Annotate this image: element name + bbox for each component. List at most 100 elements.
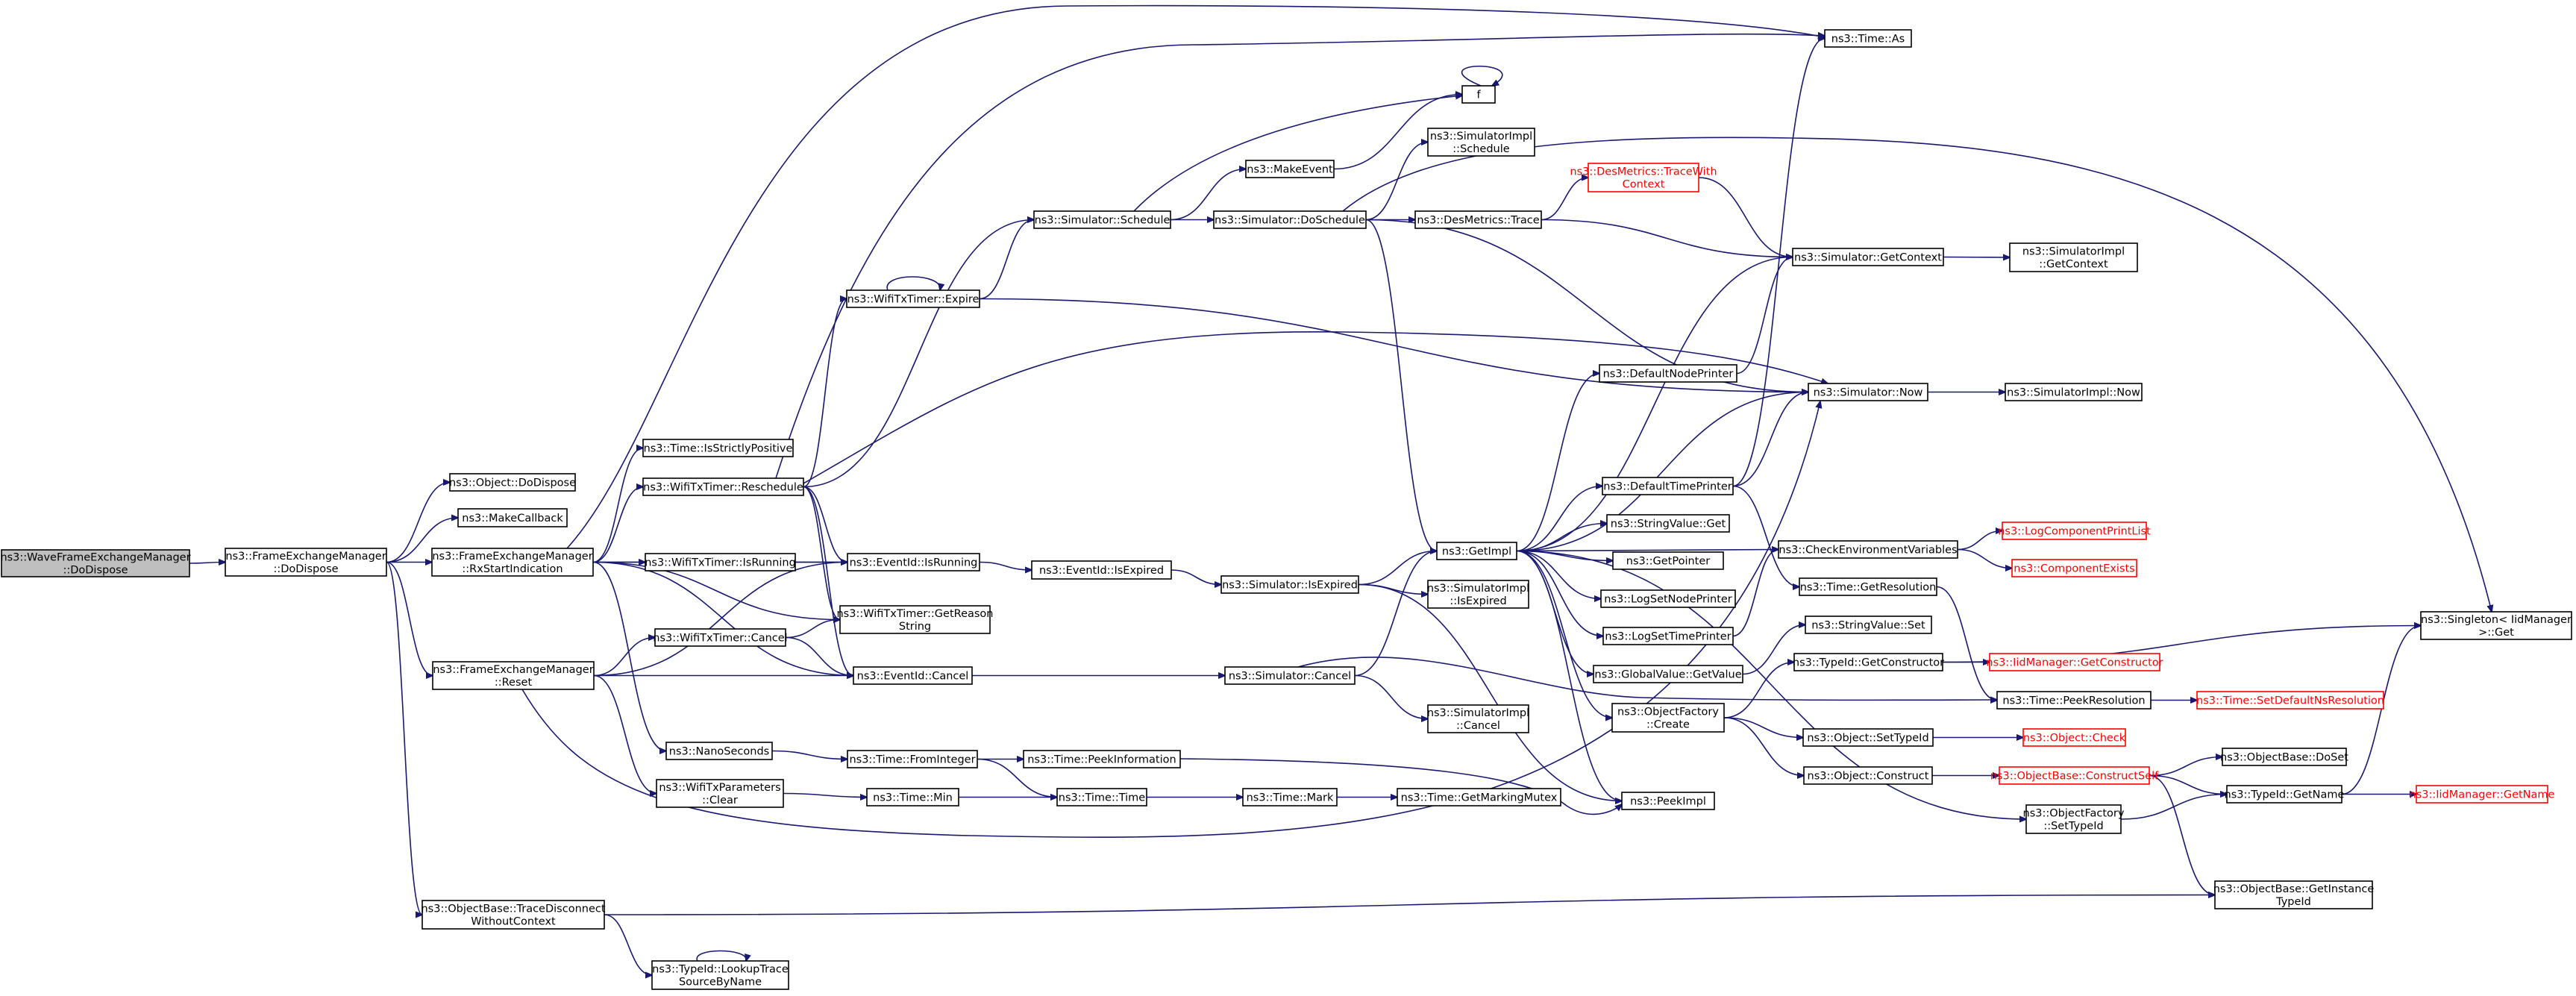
node-box[interactable] — [1220, 575, 1359, 594]
node-box[interactable] — [1611, 703, 1725, 733]
node-box[interactable] — [1224, 666, 1356, 685]
node-box[interactable] — [1600, 589, 1736, 608]
node-compexists[interactable]: ns3::ComponentExists — [2011, 559, 2137, 577]
node-tmin[interactable]: ns3::Time::Min — [866, 788, 959, 806]
node-globalval-get[interactable]: ns3::GlobalValue::GetValue — [1593, 665, 1743, 683]
node-logcompprint[interactable]: ns3::LogComponentPrintList — [1998, 522, 2151, 540]
node-objbase-constructself[interactable]: ns3::ObjectBase::ConstructSelf — [1990, 766, 2159, 785]
node-sim-dosched[interactable]: ns3::Simulator::DoSchedule — [1213, 210, 1367, 229]
node-box[interactable] — [2022, 728, 2126, 747]
node-simimpl-cancel[interactable]: ns3::SimulatorImpl::Cancel — [1427, 704, 1529, 733]
node-box[interactable] — [1427, 580, 1529, 609]
node-box[interactable] — [1621, 792, 1715, 810]
node-box[interactable] — [1242, 788, 1338, 806]
node-wtt-isrunning[interactable]: ns3::WifiTxTimer::IsRunning — [645, 553, 796, 571]
node-box[interactable] — [645, 553, 796, 571]
node-fem-dodispose[interactable]: ns3::FrameExchangeManager::DoDispose — [225, 548, 387, 577]
node-eid-cancel[interactable]: ns3::EventId::Cancel — [853, 666, 973, 685]
node-box[interactable] — [1792, 248, 1944, 266]
node-strval-set[interactable]: ns3::StringValue::Set — [1805, 616, 1932, 634]
node-getpointer[interactable]: ns3::GetPointer — [1612, 551, 1724, 570]
node-peekinfo[interactable]: ns3::Time::PeekInformation — [1023, 750, 1181, 768]
node-box[interactable] — [866, 788, 959, 806]
node-box[interactable] — [457, 508, 568, 527]
node-objfact-settypeid[interactable]: ns3::ObjectFactory::SetTypeId — [2023, 804, 2125, 834]
node-box[interactable] — [422, 900, 605, 930]
node-box[interactable] — [2011, 559, 2137, 577]
node-box[interactable] — [1606, 514, 1730, 533]
node-strval-get[interactable]: ns3::StringValue::Get — [1606, 514, 1730, 533]
node-logsetnode[interactable]: ns3::LogSetNodePrinter — [1600, 589, 1736, 608]
node-box[interactable] — [225, 548, 387, 577]
node-box[interactable] — [2420, 611, 2572, 640]
node-box[interactable] — [1427, 704, 1529, 733]
node-setdefnsres[interactable]: ns3::Time::SetDefaultNsResolution — [2196, 691, 2384, 710]
node-box[interactable] — [2009, 242, 2138, 272]
node-box[interactable] — [642, 477, 804, 496]
node-box[interactable] — [1799, 577, 1937, 596]
node-box[interactable] — [1461, 85, 1496, 104]
node-obj-check[interactable]: ns3::Object::Check — [2022, 728, 2126, 747]
node-box[interactable] — [847, 553, 980, 571]
node-box[interactable] — [1023, 750, 1181, 768]
node-box[interactable] — [1427, 128, 1535, 157]
node-obj-construct[interactable]: ns3::Object::Construct — [1803, 766, 1933, 785]
node-checkenv[interactable]: ns3::CheckEnvironmentVariables — [1778, 540, 1958, 559]
node-eid-isrunning[interactable]: ns3::EventId::IsRunning — [847, 553, 980, 571]
node-typeid-getctor[interactable]: ns3::TypeId::GetConstructor — [1793, 653, 1944, 671]
node-box[interactable] — [651, 960, 789, 990]
node-box[interactable] — [1033, 210, 1171, 229]
node-box[interactable] — [431, 548, 594, 577]
node-box[interactable] — [847, 750, 978, 768]
node-box[interactable] — [449, 473, 576, 492]
node-obj-settypeid[interactable]: ns3::Object::SetTypeId — [1802, 728, 1934, 747]
node-box[interactable] — [2005, 383, 2143, 401]
node-box[interactable] — [1599, 364, 1737, 383]
node-box[interactable] — [1808, 383, 1928, 401]
node-box[interactable] — [1824, 29, 1912, 48]
node-box[interactable] — [1414, 210, 1542, 229]
node-singleton-get[interactable]: ns3::Singleton< IidManager>::Get — [2420, 611, 2572, 640]
node-box[interactable] — [2222, 748, 2347, 766]
node-box[interactable] — [2025, 804, 2122, 834]
node-getimpl[interactable]: ns3::GetImpl — [1436, 542, 1517, 560]
node-box[interactable] — [1996, 691, 2152, 710]
node-box[interactable] — [1593, 665, 1743, 683]
node-sim-now[interactable]: ns3::Simulator::Now — [1808, 383, 1928, 401]
node-box[interactable] — [1612, 551, 1724, 570]
node-box[interactable] — [656, 779, 784, 808]
node-wtt-cancel[interactable]: ns3::WifiTxTimer::Cancel — [653, 628, 788, 647]
node-logsettime[interactable]: ns3::LogSetTimePrinter — [1602, 627, 1734, 645]
node-objfact-create[interactable]: ns3::ObjectFactory::Create — [1611, 703, 1725, 733]
node-box[interactable] — [642, 439, 794, 457]
node-simimpl-sched[interactable]: ns3::SimulatorImpl::Schedule — [1427, 128, 1535, 157]
node-nanoseconds[interactable]: ns3::NanoSeconds — [665, 742, 773, 760]
node-box[interactable] — [1436, 542, 1517, 560]
node-time-getres[interactable]: ns3::Time::GetResolution — [1799, 577, 1937, 596]
node-box[interactable] — [1213, 210, 1367, 229]
node-reset[interactable]: ns3::FrameExchangeManager::Reset — [432, 661, 595, 690]
node-box[interactable] — [853, 666, 973, 685]
node-peekimpl[interactable]: ns3::PeekImpl — [1621, 792, 1715, 810]
node-box[interactable] — [2416, 785, 2548, 804]
node-box[interactable] — [2214, 880, 2373, 909]
node-box[interactable] — [1056, 788, 1147, 806]
node-simimpl-getctx[interactable]: ns3::SimulatorImpl::GetContext — [2009, 242, 2138, 272]
node-box[interactable] — [432, 661, 595, 690]
node-box[interactable] — [1793, 653, 1943, 671]
node-makecallback[interactable]: ns3::MakeCallback — [457, 508, 568, 527]
node-box[interactable] — [1803, 766, 1933, 785]
node-box[interactable] — [1778, 540, 1958, 559]
node-tracedisc[interactable]: ns3::ObjectBase::TraceDisconnectWithoutC… — [421, 900, 606, 930]
node-eid-isexpired[interactable]: ns3::EventId::IsExpired — [1031, 560, 1172, 580]
node-time-as[interactable]: ns3::Time::As — [1824, 29, 1912, 48]
node-tmark[interactable]: ns3::Time::Mark — [1242, 788, 1338, 806]
node-box[interactable] — [654, 628, 786, 647]
node-deftimeprinter[interactable]: ns3::DefaultTimePrinter — [1602, 477, 1734, 495]
node-typeid-getname[interactable]: ns3::TypeId::GetName — [2225, 785, 2345, 804]
node-box[interactable] — [1245, 160, 1335, 178]
node-box[interactable] — [1602, 477, 1734, 495]
